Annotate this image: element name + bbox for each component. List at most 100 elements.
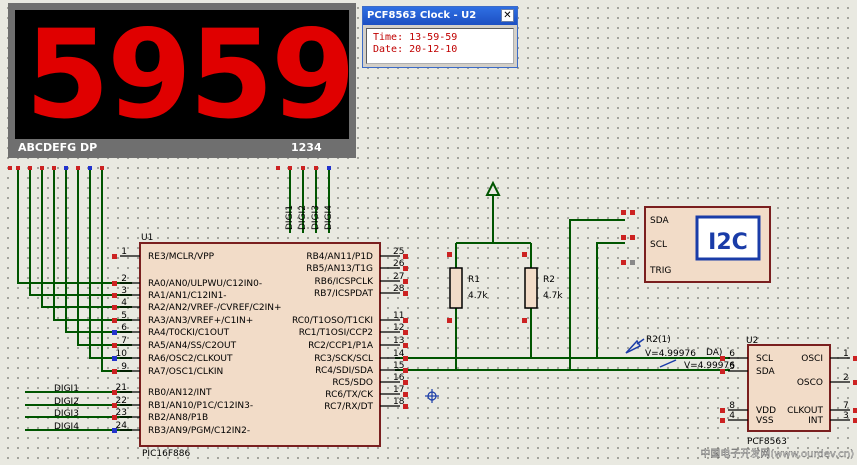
resistor-r1[interactable]: R1 4.7k bbox=[447, 252, 488, 323]
pin-number: 24 bbox=[116, 421, 128, 431]
pin-number: 18 bbox=[393, 397, 405, 407]
digi-left-3: DIGI3 bbox=[54, 409, 79, 419]
pin-name: RA2/AN2/VREF-/CVREF/C2IN+ bbox=[148, 303, 282, 313]
pin-number: 3 bbox=[843, 411, 849, 421]
pin-name: OSCO bbox=[797, 378, 823, 388]
digi-left-2: DIGI2 bbox=[54, 397, 79, 407]
clock-window-title: PCF8563 Clock - U2 bbox=[367, 10, 477, 21]
pin-number: 9 bbox=[121, 362, 127, 372]
clock-window[interactable]: PCF8563 Clock - U2 ✕ Time: 13-59-59 Date… bbox=[362, 6, 518, 68]
pin-number: 14 bbox=[393, 349, 405, 359]
i2c-debugger[interactable]: I2C SDA SCL TRIG bbox=[621, 206, 771, 283]
pin-name: RB0/AN12/INT bbox=[148, 388, 212, 398]
digi-top-2: DIGI2 bbox=[298, 205, 308, 230]
pin-name: RC5/SDO bbox=[332, 378, 373, 388]
probe-name: R2(1) bbox=[646, 335, 671, 345]
digi-left-labels: DIGI1 DIGI2 DIGI3 DIGI4 bbox=[54, 384, 79, 432]
u1-ref: U1 bbox=[141, 233, 153, 243]
close-icon[interactable]: ✕ bbox=[501, 9, 514, 22]
pin-number: 25 bbox=[393, 247, 404, 257]
resistor-r2[interactable]: R2 4.7k bbox=[522, 252, 563, 323]
digi-top-labels: DIGI1 DIGI2 DIGI3 DIGI4 bbox=[285, 205, 334, 230]
time-readout: Time: 13-59-59 bbox=[373, 32, 458, 43]
pin-number: 22 bbox=[116, 396, 127, 406]
pin-name: RB6/ICSPCLK bbox=[315, 277, 375, 287]
pin-number: 23 bbox=[116, 408, 127, 418]
date-readout: Date: 20-12-10 bbox=[373, 44, 458, 55]
probe-da-label: DA) bbox=[706, 348, 722, 358]
pin-name: RA6/OSC2/CLKOUT bbox=[148, 354, 233, 364]
pin-number: 5 bbox=[729, 362, 735, 372]
pin-number: 8 bbox=[729, 401, 735, 411]
digi-top-1: DIGI1 bbox=[285, 205, 295, 230]
watermark: 中国电子开发网(www.ourdev.cn) bbox=[700, 447, 854, 460]
digit-4: 9 bbox=[271, 4, 356, 146]
pin-number: 17 bbox=[393, 385, 404, 395]
pin-number: 6 bbox=[121, 323, 127, 333]
pin-number: 1 bbox=[121, 247, 127, 257]
pin-name: RA0/AN0/ULPWU/C12IN0- bbox=[148, 279, 262, 289]
r2-value: 4.7k bbox=[543, 291, 563, 301]
pin-name: RC3/SCK/SCL bbox=[314, 354, 373, 364]
seven-segment-display[interactable]: 5 9 5 9 ABCDEFG DP 1234 bbox=[8, 3, 356, 158]
i2c-pin-scl: SCL bbox=[650, 240, 667, 250]
pin-number: 2 bbox=[843, 373, 849, 383]
pin-number: 3 bbox=[121, 286, 127, 296]
digit-labels: 1234 bbox=[291, 141, 322, 154]
pin-number: 26 bbox=[393, 259, 405, 269]
pin-name: RB3/AN9/PGM/C12IN2- bbox=[148, 426, 250, 436]
probe-voltage-a: V=4.99976 bbox=[645, 349, 696, 359]
power-terminal[interactable] bbox=[485, 180, 501, 196]
pin-number: 12 bbox=[393, 323, 404, 333]
pin-number: 2 bbox=[121, 274, 127, 284]
pin-number: 5 bbox=[121, 311, 127, 321]
pin-name: RC0/T1OSO/T1CKI bbox=[292, 316, 373, 326]
i2c-pin-trig: TRIG bbox=[649, 266, 671, 276]
pin-number: 7 bbox=[121, 336, 127, 346]
pin-name: RE3/MCLR/VPP bbox=[148, 252, 215, 262]
clock-window-titlebar[interactable]: PCF8563 Clock - U2 ✕ bbox=[363, 7, 517, 25]
r1-ref: R1 bbox=[468, 275, 480, 285]
pin-name: RB4/AN11/P1D bbox=[306, 252, 373, 262]
digi-top-4: DIGI4 bbox=[324, 205, 334, 230]
pin-name: RB7/ICSPDAT bbox=[314, 289, 373, 299]
voltage-probe[interactable]: R2(1) V=4.99976 V=4.99976 DA) bbox=[625, 335, 735, 371]
